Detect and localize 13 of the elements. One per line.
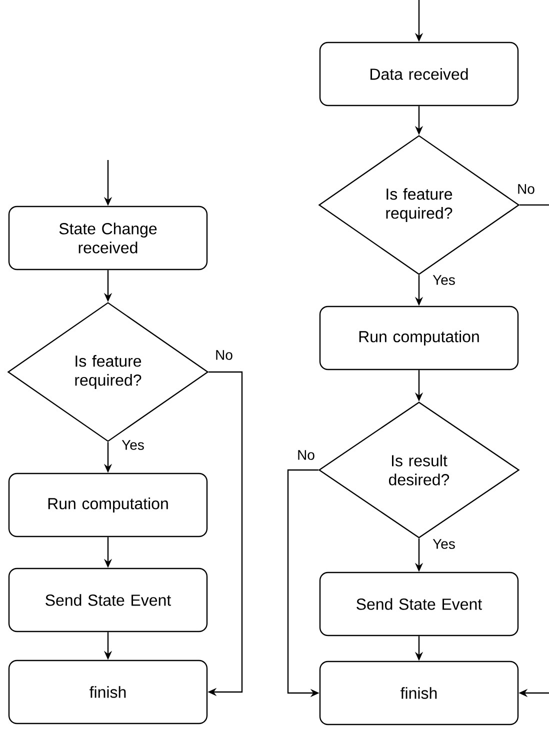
- process-box: Data received: [319, 42, 519, 106]
- edge-label: Yes: [432, 538, 456, 550]
- edge-label: Yes: [120, 439, 146, 451]
- process-box: Run computation: [8, 472, 208, 538]
- edge-label: No: [296, 449, 316, 461]
- edge-label: Yes: [432, 274, 456, 286]
- edge-label: No: [214, 349, 234, 361]
- process-box: Run computation: [319, 306, 519, 370]
- process-box: Send State Event: [319, 572, 519, 636]
- process-box: finish: [8, 660, 208, 724]
- process-box: Send State Event: [8, 568, 208, 632]
- process-box: State Change received: [8, 206, 208, 270]
- process-box: finish: [319, 660, 519, 726]
